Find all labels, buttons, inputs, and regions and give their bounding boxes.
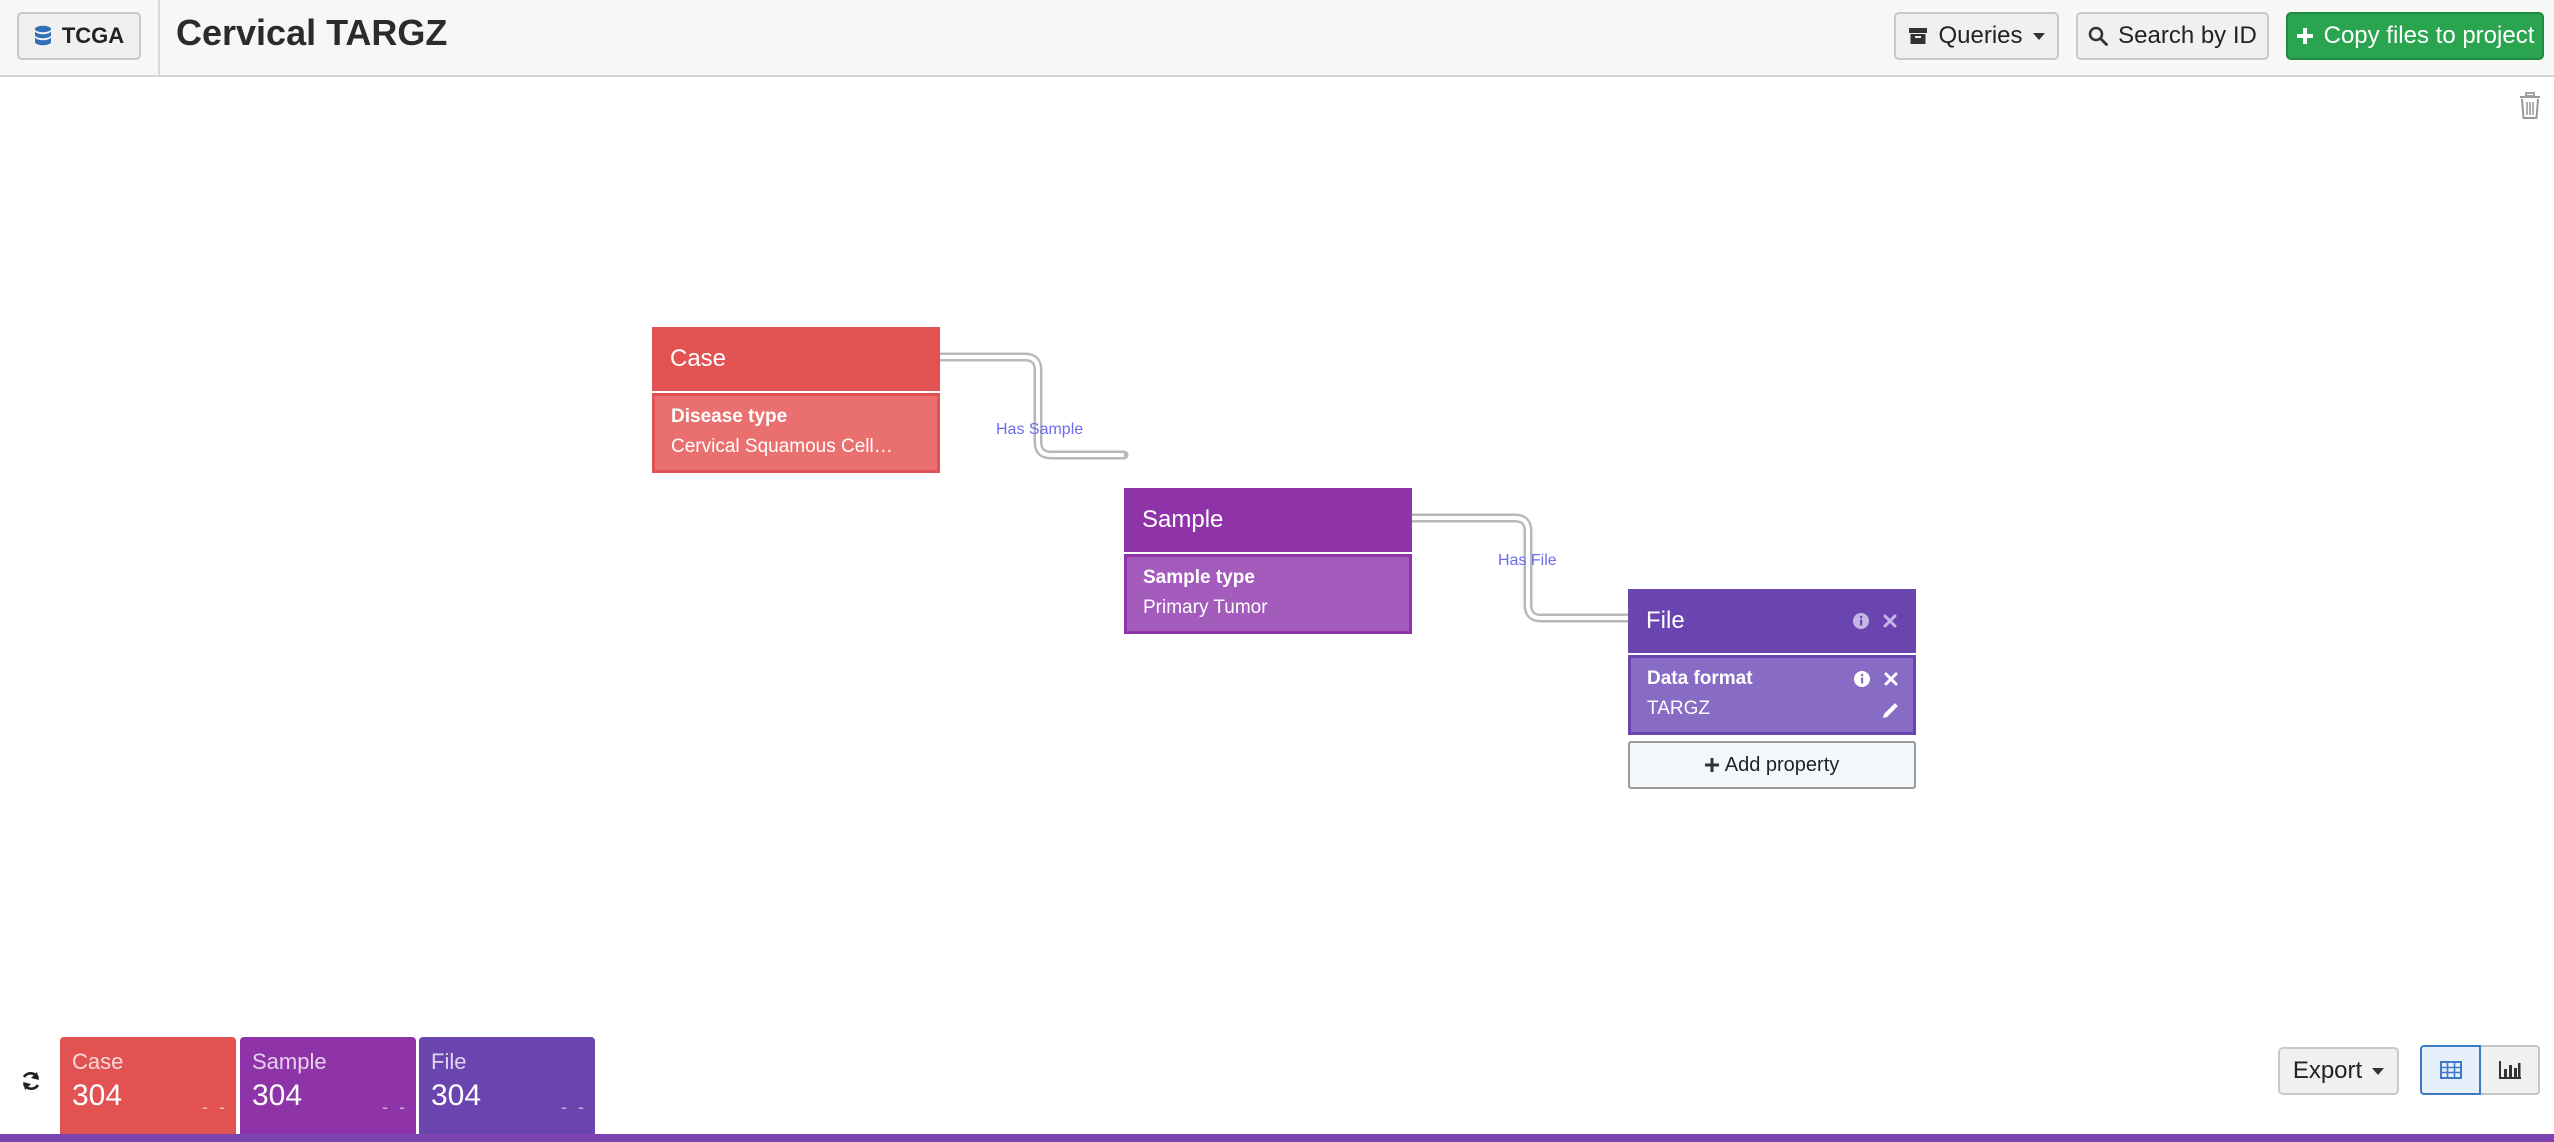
close-icon[interactable] <box>1883 671 1899 687</box>
node-file-title: File <box>1646 607 1685 634</box>
count-value: 304 <box>72 1079 123 1112</box>
add-property-label: Add property <box>1724 753 1840 776</box>
node-case-title: Case <box>670 345 727 372</box>
pencil-icon[interactable] <box>1881 702 1899 720</box>
node-sample-property[interactable]: Sample type Primary Tumor <box>1124 554 1412 634</box>
copy-files-button[interactable]: Copy files to project <box>2286 12 2544 60</box>
chevron-down-icon <box>2032 32 2045 40</box>
node-file-property[interactable]: Data format TARGZ <box>1628 655 1916 735</box>
table-icon <box>2439 1061 2462 1079</box>
page-title: Cervical TARGZ <box>176 12 448 53</box>
count-name: File <box>431 1049 467 1074</box>
table-view-button[interactable] <box>2420 1045 2481 1095</box>
node-case-property[interactable]: Disease type Cervical Squamous Cell… <box>652 393 940 473</box>
export-label: Export <box>2292 1057 2363 1084</box>
count-name: Sample <box>252 1049 327 1074</box>
node-file[interactable]: File Data format TARGZ <box>1628 589 1916 789</box>
search-icon <box>2088 26 2109 46</box>
count-tab-file[interactable]: File 304 - - <box>419 1037 595 1134</box>
property-value: TARGZ <box>1647 698 1710 719</box>
property-value: Primary Tumor <box>1143 597 1268 618</box>
view-toggle-group <box>2420 1045 2540 1095</box>
archive-icon <box>1909 28 1928 44</box>
search-by-id-button[interactable]: Search by ID <box>2076 12 2269 60</box>
plus-icon <box>2296 28 2313 44</box>
count-value: 304 <box>252 1079 303 1112</box>
node-case-header[interactable]: Case <box>652 327 940 391</box>
queries-button[interactable]: Queries <box>1894 12 2059 60</box>
count-name: Case <box>72 1049 124 1074</box>
node-sample-title: Sample <box>1142 506 1224 533</box>
add-property-button[interactable]: Add property <box>1628 741 1916 789</box>
node-file-header[interactable]: File <box>1628 589 1916 653</box>
query-graph-canvas: Has Sample Has File Case Disease type Ce… <box>0 79 2554 1039</box>
count-tab-case[interactable]: Case 304 - - <box>60 1037 236 1134</box>
trash-icon[interactable] <box>2518 92 2542 120</box>
info-icon[interactable] <box>1852 612 1870 630</box>
property-value: Cervical Squamous Cell… <box>671 436 893 457</box>
export-button[interactable]: Export <box>2278 1047 2399 1095</box>
graph-edges <box>935 352 1633 623</box>
database-icon <box>34 25 51 46</box>
edge-label-has-file: Has File <box>1498 552 1557 569</box>
info-icon[interactable] <box>1853 670 1871 688</box>
property-label: Disease type <box>671 406 788 427</box>
queries-label: Queries <box>1938 22 2023 49</box>
count-value: 304 <box>431 1079 482 1112</box>
copy-files-label: Copy files to project <box>2323 22 2535 49</box>
count-status: - - <box>202 1097 228 1117</box>
refresh-icon[interactable] <box>20 1070 42 1092</box>
count-tab-sample[interactable]: Sample 304 - - <box>240 1037 416 1134</box>
close-icon[interactable] <box>1882 613 1898 629</box>
property-label: Sample type <box>1143 567 1255 588</box>
node-sample-header[interactable]: Sample <box>1124 488 1412 552</box>
database-label: TCGA <box>61 23 125 48</box>
footer-accent-strip <box>0 1134 2554 1142</box>
database-button[interactable]: TCGA <box>17 12 141 60</box>
chart-view-button[interactable] <box>2481 1045 2540 1095</box>
plus-icon <box>1704 758 1719 772</box>
node-case[interactable]: Case Disease type Cervical Squamous Cell… <box>652 327 940 473</box>
chevron-down-icon <box>2372 1067 2385 1075</box>
count-status: - - <box>561 1097 587 1117</box>
node-sample[interactable]: Sample Sample type Primary Tumor <box>1124 488 1412 634</box>
bar-chart-icon <box>2498 1061 2521 1079</box>
property-label: Data format <box>1647 668 1753 689</box>
search-label: Search by ID <box>2118 22 2257 49</box>
edge-label-has-sample: Has Sample <box>996 421 1084 438</box>
header-divider <box>158 0 160 75</box>
top-bar: TCGA Cervical TARGZ Queries Search by ID… <box>0 0 2554 77</box>
count-status: - - <box>382 1097 408 1117</box>
